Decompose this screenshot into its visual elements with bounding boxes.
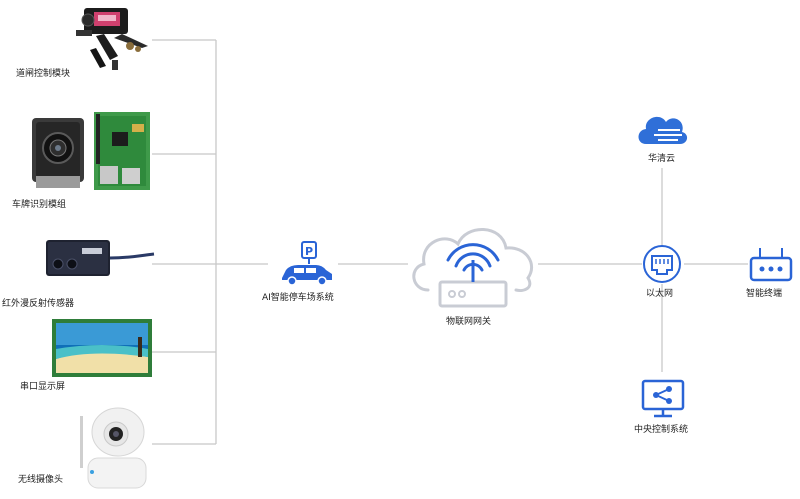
svg-text:P: P — [305, 245, 313, 258]
ethernet-label: 以太网 — [646, 289, 674, 299]
cloud-router-icon — [412, 228, 534, 308]
servo-motor-photo — [76, 8, 148, 70]
terminal-router-icon — [749, 248, 793, 282]
gate-label: 道闸控制模块 — [16, 69, 71, 79]
camera-module-and-raspberry-pi-photo — [32, 112, 150, 190]
plate-label: 车牌识别模组 — [12, 200, 67, 210]
infrared-label: 红外漫反射传感器 — [2, 299, 75, 309]
terminal-label: 智能终端 — [746, 289, 783, 299]
camera-label: 无线摄像头 — [18, 475, 64, 485]
parking-label: AI智能停车场系统 — [262, 293, 334, 303]
monitor-share-icon — [641, 379, 685, 418]
parking-car-icon: P — [282, 241, 332, 286]
cloud-icon — [638, 116, 688, 144]
infrared-sensor-photo — [46, 240, 155, 276]
serial-label: 串口显示屏 — [20, 382, 66, 392]
wireless-camera-photo — [80, 407, 147, 489]
gateway-label: 物联网网关 — [446, 317, 492, 327]
central-label: 中央控制系统 — [634, 425, 689, 435]
lcd-screen-photo — [52, 319, 152, 377]
cloud-label: 华清云 — [648, 154, 676, 164]
ethernet-port-icon — [643, 245, 681, 283]
